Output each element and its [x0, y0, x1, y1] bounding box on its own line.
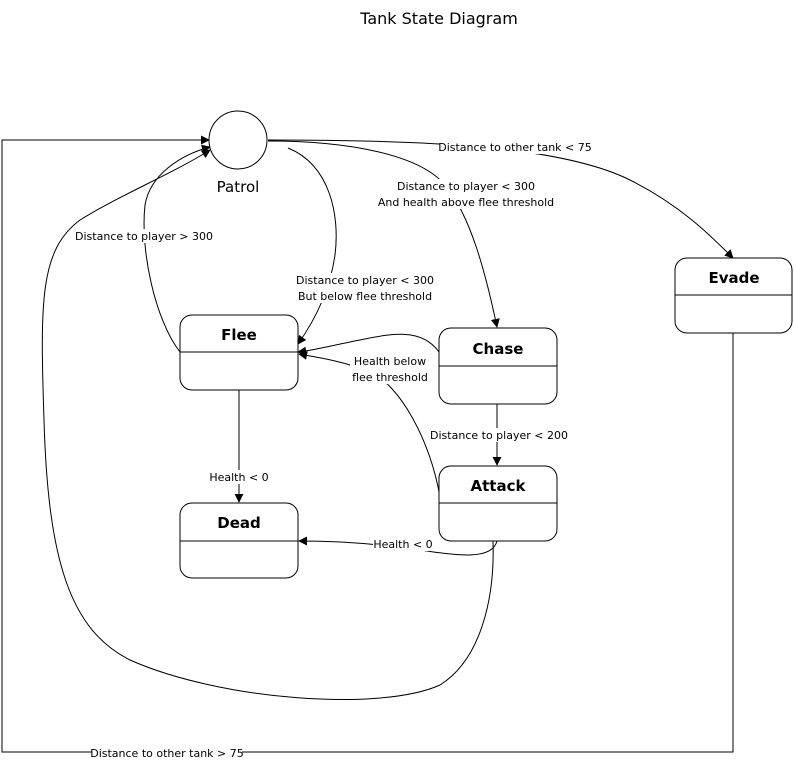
- state-attack: Attack: [438, 465, 558, 542]
- state-evade-label: Evade: [708, 269, 759, 287]
- svg-text:Health below: Health below: [354, 355, 426, 368]
- state-dead: Dead: [179, 502, 299, 579]
- state-chase: Chase: [438, 327, 558, 405]
- label-flee-to-patrol: Distance to player > 300: [75, 229, 213, 243]
- label-chase-to-flee: Health below flee threshold: [350, 354, 430, 384]
- svg-text:Health < 0: Health < 0: [209, 471, 268, 484]
- state-patrol-label: Patrol: [217, 178, 260, 196]
- state-flee-label: Flee: [221, 326, 257, 344]
- patrol-circle: [208, 110, 268, 170]
- label-attack-to-dead: Health < 0: [373, 537, 433, 551]
- svg-text:Health < 0: Health < 0: [373, 538, 432, 551]
- svg-text:Distance to player > 300: Distance to player > 300: [75, 230, 213, 243]
- edge-patrol-to-flee: [287, 147, 337, 345]
- label-patrol-to-evade: Distance to other tank < 75: [438, 140, 592, 154]
- svg-text:But below flee threshold: But below flee threshold: [298, 290, 432, 303]
- state-chase-label: Chase: [473, 340, 524, 358]
- state-evade: Evade: [674, 257, 793, 334]
- label-patrol-to-flee: Distance to player < 300 But below flee …: [296, 273, 436, 303]
- svg-text:And health above flee threshol: And health above flee threshold: [378, 196, 554, 209]
- edge-flee-to-patrol: [143, 144, 211, 353]
- label-evade-to-patrol: Distance to other tank > 75: [90, 746, 244, 760]
- label-chase-to-attack: Distance to player < 200: [430, 428, 568, 442]
- svg-text:Distance to player < 200: Distance to player < 200: [430, 429, 568, 442]
- edge-evade-to-patrol: [1, 135, 734, 753]
- edge-attack-to-patrol: [41, 149, 494, 701]
- svg-text:Distance to other tank < 75: Distance to other tank < 75: [438, 141, 592, 154]
- state-dead-label: Dead: [217, 514, 260, 532]
- svg-text:Distance to other tank > 75: Distance to other tank > 75: [90, 747, 244, 760]
- label-patrol-to-chase: Distance to player < 300 And health abov…: [378, 179, 554, 209]
- diagram-title: Tank State Diagram: [359, 9, 518, 28]
- svg-text:Distance to player < 300: Distance to player < 300: [397, 180, 535, 193]
- state-patrol: Patrol: [208, 110, 268, 196]
- state-flee: Flee: [179, 314, 299, 391]
- label-flee-to-dead: Health < 0: [209, 470, 269, 484]
- edge-chase-to-flee: [297, 333, 440, 356]
- svg-text:flee threshold: flee threshold: [352, 371, 428, 384]
- edge-patrol-to-evade: [267, 139, 734, 259]
- svg-text:Distance to player < 300: Distance to player < 300: [296, 274, 434, 287]
- state-attack-label: Attack: [471, 477, 527, 495]
